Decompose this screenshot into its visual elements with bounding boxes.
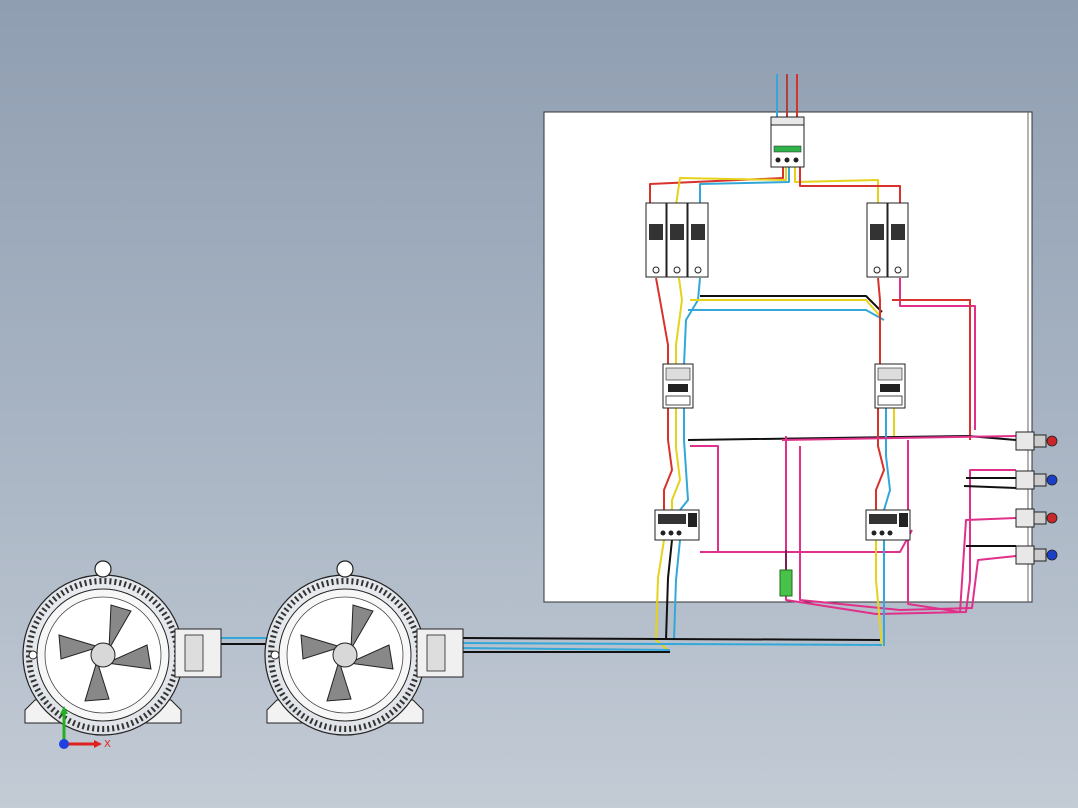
wiring <box>220 165 1017 653</box>
lifting-eye-icon <box>336 560 354 578</box>
fan-icon <box>58 604 152 702</box>
terminal-block <box>779 569 793 597</box>
pilot-lamp-red-1[interactable] <box>1015 431 1058 451</box>
breaker-module <box>866 202 888 278</box>
fan-icon <box>300 604 394 702</box>
breaker-module <box>687 202 709 278</box>
pilot-lamp-blue-2[interactable] <box>1015 545 1058 565</box>
pilot-lamp-red-2[interactable] <box>1015 508 1058 528</box>
motor-2 <box>264 560 464 736</box>
axis-triad: X <box>59 706 111 750</box>
overload-relay-left <box>654 509 700 541</box>
control-panel <box>543 111 1033 603</box>
overload-relay-right <box>865 509 911 541</box>
breaker-module <box>887 202 909 278</box>
lifting-eye-icon <box>94 560 112 578</box>
breaker-bank-left <box>645 202 709 278</box>
contactor-left <box>662 363 694 409</box>
x-axis-label: X <box>104 739 111 750</box>
origin-icon <box>59 739 69 749</box>
breaker-bank-right <box>866 202 909 278</box>
pilot-lamps <box>1015 431 1058 565</box>
motor-1 <box>22 560 222 736</box>
breaker-module <box>645 202 667 278</box>
contactor-right <box>874 363 906 409</box>
supply-cables <box>776 74 798 118</box>
breaker-module <box>666 202 688 278</box>
pilot-lamp-blue-1[interactable] <box>1015 470 1058 490</box>
main-breaker <box>770 116 805 168</box>
